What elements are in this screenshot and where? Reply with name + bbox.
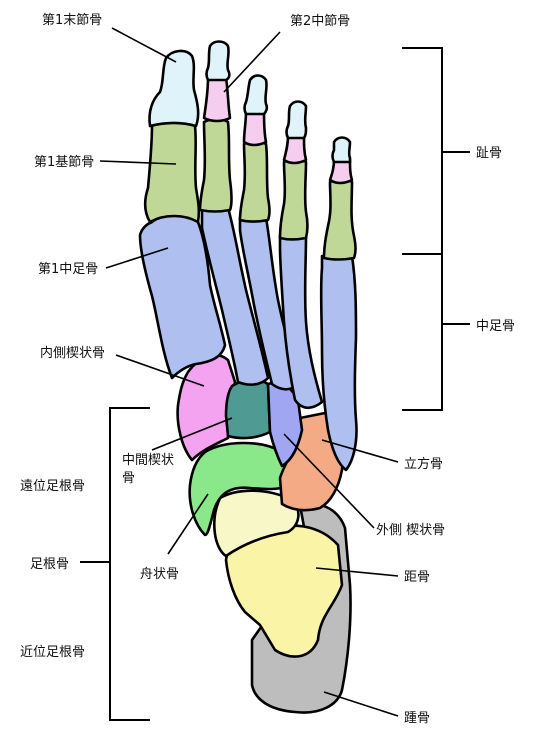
label-intermediate-cuneiform-line2: 骨	[122, 471, 135, 486]
label-navicular: 舟状骨	[140, 567, 179, 582]
distal-phalanx-2-bone	[207, 42, 230, 81]
label-talus: 距骨	[404, 570, 430, 585]
proximal-phalanx-1-bone	[145, 122, 199, 223]
label-middle-phalanx-2: 第2中節骨	[290, 14, 350, 29]
proximal-phalanx-5-bone	[324, 179, 356, 260]
middle-phalanx-2-bone	[204, 78, 230, 121]
label-distal-tarsals-group: 遠位足根骨	[20, 479, 85, 494]
bracket-phalanges	[402, 48, 442, 254]
label-cuboid: 立方骨	[404, 456, 443, 472]
label-metatarsal-1: 第1中足骨	[38, 262, 98, 277]
proximal-phalanx-2-bone	[200, 119, 232, 212]
label-phalanges-group: 趾骨	[476, 146, 502, 161]
label-intermediate-cuneiform-line1: 中間楔状	[122, 453, 174, 468]
proximal-phalanx-4-bone	[280, 159, 308, 240]
label-proximal-tarsals-group: 近位足根骨	[20, 645, 85, 660]
label-tarsals-group: 足根骨	[30, 557, 69, 572]
label-lateral-cuneiform: 外側 楔状骨	[376, 523, 445, 538]
distal-phalanx-4-bone	[287, 102, 307, 139]
distal-phalanx-3-bone	[245, 76, 267, 115]
label-metatarsals-group: 中足骨	[476, 319, 515, 334]
label-distal-phalanx-1: 第1末節骨	[42, 13, 102, 28]
label-calcaneus: 踵骨	[404, 711, 430, 726]
leader-calcaneus	[324, 692, 398, 716]
middle-phalanx-5-bone	[330, 160, 352, 183]
proximal-phalanx-3-bone	[240, 141, 270, 222]
intermediate-cuneiform-bone	[226, 380, 270, 438]
bracket-metatarsals	[402, 254, 442, 410]
middle-phalanx-4-bone	[284, 136, 306, 163]
label-proximal-phalanx-1: 第1基節骨	[34, 155, 94, 170]
leader-distal-phalanx-1	[112, 28, 176, 62]
distal-phalanx-5-bone	[333, 138, 351, 163]
distal-phalanx-1-bone	[149, 51, 198, 126]
label-medial-cuneiform: 内側楔状骨	[40, 345, 105, 361]
middle-phalanx-3-bone	[244, 112, 266, 145]
